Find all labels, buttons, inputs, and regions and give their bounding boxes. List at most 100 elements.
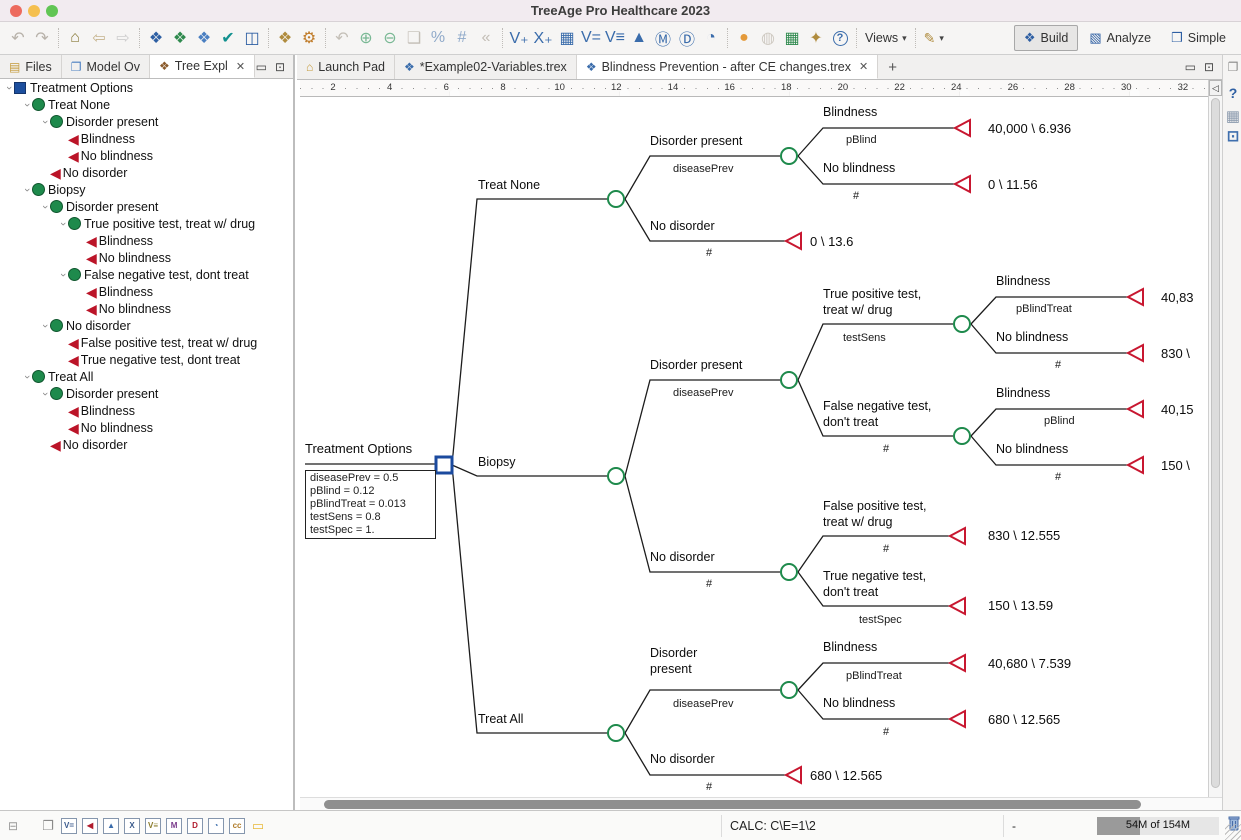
tree-row[interactable]: ›Treat None [21, 96, 110, 113]
payoff-label[interactable]: 40,000 \ 6.936 [988, 121, 1072, 136]
ruler-marker[interactable] [449, 88, 460, 96]
tree-row[interactable]: ›Treat All [21, 368, 93, 385]
payoff-label[interactable]: 150 \ [1161, 458, 1190, 473]
add-distribution-icon[interactable]: X₊ [533, 30, 553, 47]
variables-box[interactable]: diseasePrev = 0.5 pBlind = 0.12 pBlindTr… [305, 470, 436, 539]
payoff-label[interactable]: 830 \ 12.555 [988, 528, 1061, 543]
tree-row[interactable]: ◀No blindness [58, 419, 153, 436]
add-table-icon[interactable]: ▦ [559, 30, 575, 47]
branch-label[interactable]: Treat All [478, 712, 524, 726]
tab-example02-variables[interactable]: ❖ *Example02-Variables.trex [394, 55, 577, 79]
new-tree-icon[interactable]: ❖ [148, 30, 164, 47]
tree-palette-icon[interactable]: ❖ [172, 30, 188, 47]
tab-blindness-prevention[interactable]: ❖ Blindness Prevention - after CE change… [576, 55, 879, 79]
probability-label[interactable]: pBlindTreat [1016, 303, 1072, 315]
minimize-pane-icon[interactable]: ▭ [1184, 60, 1196, 74]
close-icon[interactable]: ✕ [235, 60, 246, 73]
terminal-nodes[interactable] [783, 118, 1144, 785]
nav-back-icon[interactable]: ↶ [11, 30, 25, 47]
report-graph-icon[interactable]: ▲ [103, 817, 120, 834]
branch-label[interactable]: No disorder [650, 219, 715, 233]
branch-label[interactable]: Blindness [823, 640, 878, 654]
probability-label[interactable]: # [853, 190, 860, 202]
paste-subtree-icon[interactable]: ❑ [406, 30, 422, 47]
branch-label[interactable]: Blindness [996, 274, 1051, 288]
payoff-label[interactable]: 680 \ 12.565 [810, 768, 883, 783]
expand-chevron-icon[interactable]: › [39, 323, 51, 328]
zoom-window-button[interactable] [46, 5, 58, 17]
nav-forward-icon[interactable]: ↷ [35, 30, 49, 47]
probability-label[interactable]: diseasePrev [673, 698, 734, 710]
decision-doc-icon[interactable]: Ⓓ [678, 32, 695, 49]
tree-row[interactable]: ›True positive test, treat w/ drug [57, 215, 255, 232]
resize-grip[interactable] [1225, 824, 1241, 840]
report-cc-icon[interactable]: cc [229, 817, 246, 834]
payoff-label[interactable]: 40,15 [1161, 402, 1194, 417]
build-perspective-button[interactable]: ❖ Build [1013, 25, 1079, 51]
chance-nodes[interactable] [607, 147, 971, 742]
expand-chevron-icon[interactable]: › [3, 85, 15, 90]
tab-tree-explorer[interactable]: ❖ Tree Expl ✕ [150, 55, 256, 78]
undo-icon[interactable]: ↶ [335, 30, 349, 47]
tree-row[interactable]: ›Treatment Options [3, 79, 133, 96]
save-icon[interactable]: ◫ [244, 30, 260, 47]
tree-row[interactable]: ›Biopsy [21, 181, 86, 198]
ruler-marker[interactable] [959, 88, 970, 96]
find-icon[interactable]: ✦ [809, 30, 823, 47]
ruler-marker[interactable] [1129, 88, 1140, 96]
tab-files[interactable]: ▤ Files [0, 55, 62, 78]
tree-canvas[interactable]: diseasePrev = 0.5 pBlind = 0.12 pBlindTr… [300, 97, 1208, 797]
fast-view-icon[interactable]: ⊟ [8, 818, 19, 833]
payoff-label[interactable]: 680 \ 12.565 [988, 712, 1061, 727]
probability-label[interactable]: # [706, 781, 713, 793]
report-decision-icon[interactable]: D [187, 817, 204, 834]
probability-label[interactable]: # [1055, 471, 1062, 483]
tree-row[interactable]: ◀No disorder [40, 436, 127, 453]
maximize-pane-icon[interactable]: ⊡ [1203, 60, 1214, 74]
tree-gear-icon[interactable]: ❖ [277, 30, 293, 47]
branch-label[interactable]: Disorder [650, 646, 698, 660]
views-dropdown[interactable]: Views ▾ [865, 31, 907, 45]
branch-label[interactable]: False negative test, [823, 399, 932, 413]
report-tree-icon[interactable]: ◀ [82, 817, 99, 834]
back-arrow-icon[interactable]: ⇦ [92, 30, 106, 47]
tree-row[interactable]: ◀Blindness [76, 232, 153, 249]
expand-chevron-icon[interactable]: › [39, 119, 51, 124]
ruler-marker[interactable] [619, 88, 630, 96]
tree-row[interactable]: ◀No blindness [76, 300, 171, 317]
minimize-pane-icon[interactable]: ▭ [255, 59, 267, 74]
excel-export-icon[interactable]: ▦ [784, 30, 800, 47]
branch-label[interactable]: treat w/ drug [823, 515, 893, 529]
prob-wheel-icon[interactable]: % [430, 29, 446, 46]
add-branch-icon[interactable]: ⊕ [359, 30, 373, 47]
payoff-label[interactable]: 0 \ 11.56 [988, 177, 1038, 192]
report-distribution-icon[interactable]: X [124, 817, 141, 834]
branch-label[interactable]: Blindness [996, 386, 1051, 400]
monitor-icon[interactable]: ⊡ [1226, 128, 1240, 145]
collapse-left-icon[interactable]: ◁ [1209, 80, 1222, 96]
color-ball-icon[interactable]: ● [739, 29, 749, 46]
close-window-button[interactable] [10, 5, 22, 17]
maximize-pane-icon[interactable]: ⊡ [274, 59, 285, 74]
probability-label[interactable]: pBlindTreat [846, 670, 902, 682]
simple-perspective-button[interactable]: ❒ Simple [1162, 26, 1235, 50]
probability-label[interactable]: # [706, 578, 713, 590]
report-markov-icon[interactable]: M [166, 817, 183, 834]
tree-row[interactable]: ◀No blindness [58, 147, 153, 164]
tree-row[interactable]: ◀No disorder [40, 164, 127, 181]
analyze-perspective-button[interactable]: ▧ Analyze [1080, 26, 1160, 50]
expand-chevron-icon[interactable]: › [57, 221, 69, 226]
comment-icon[interactable]: ▭ [251, 817, 265, 833]
probability-label[interactable]: # [883, 726, 890, 738]
detach-view-icon[interactable]: ❐ [42, 817, 54, 833]
payoff-label[interactable]: 40,680 \ 7.539 [988, 656, 1072, 671]
branch-label[interactable]: Treat None [478, 178, 541, 192]
probability-label[interactable]: # [883, 543, 890, 555]
model-check-icon[interactable]: ✔ [221, 30, 235, 47]
expand-chevron-icon[interactable]: › [21, 187, 33, 192]
help-guide-icon[interactable]: ? [1228, 85, 1238, 101]
rollback-icon[interactable]: « [481, 29, 491, 46]
speech-disabled-icon[interactable]: ◍ [761, 30, 775, 47]
probability-label[interactable]: # [706, 247, 713, 259]
graph-doc-icon[interactable]: ▲ [631, 29, 647, 46]
